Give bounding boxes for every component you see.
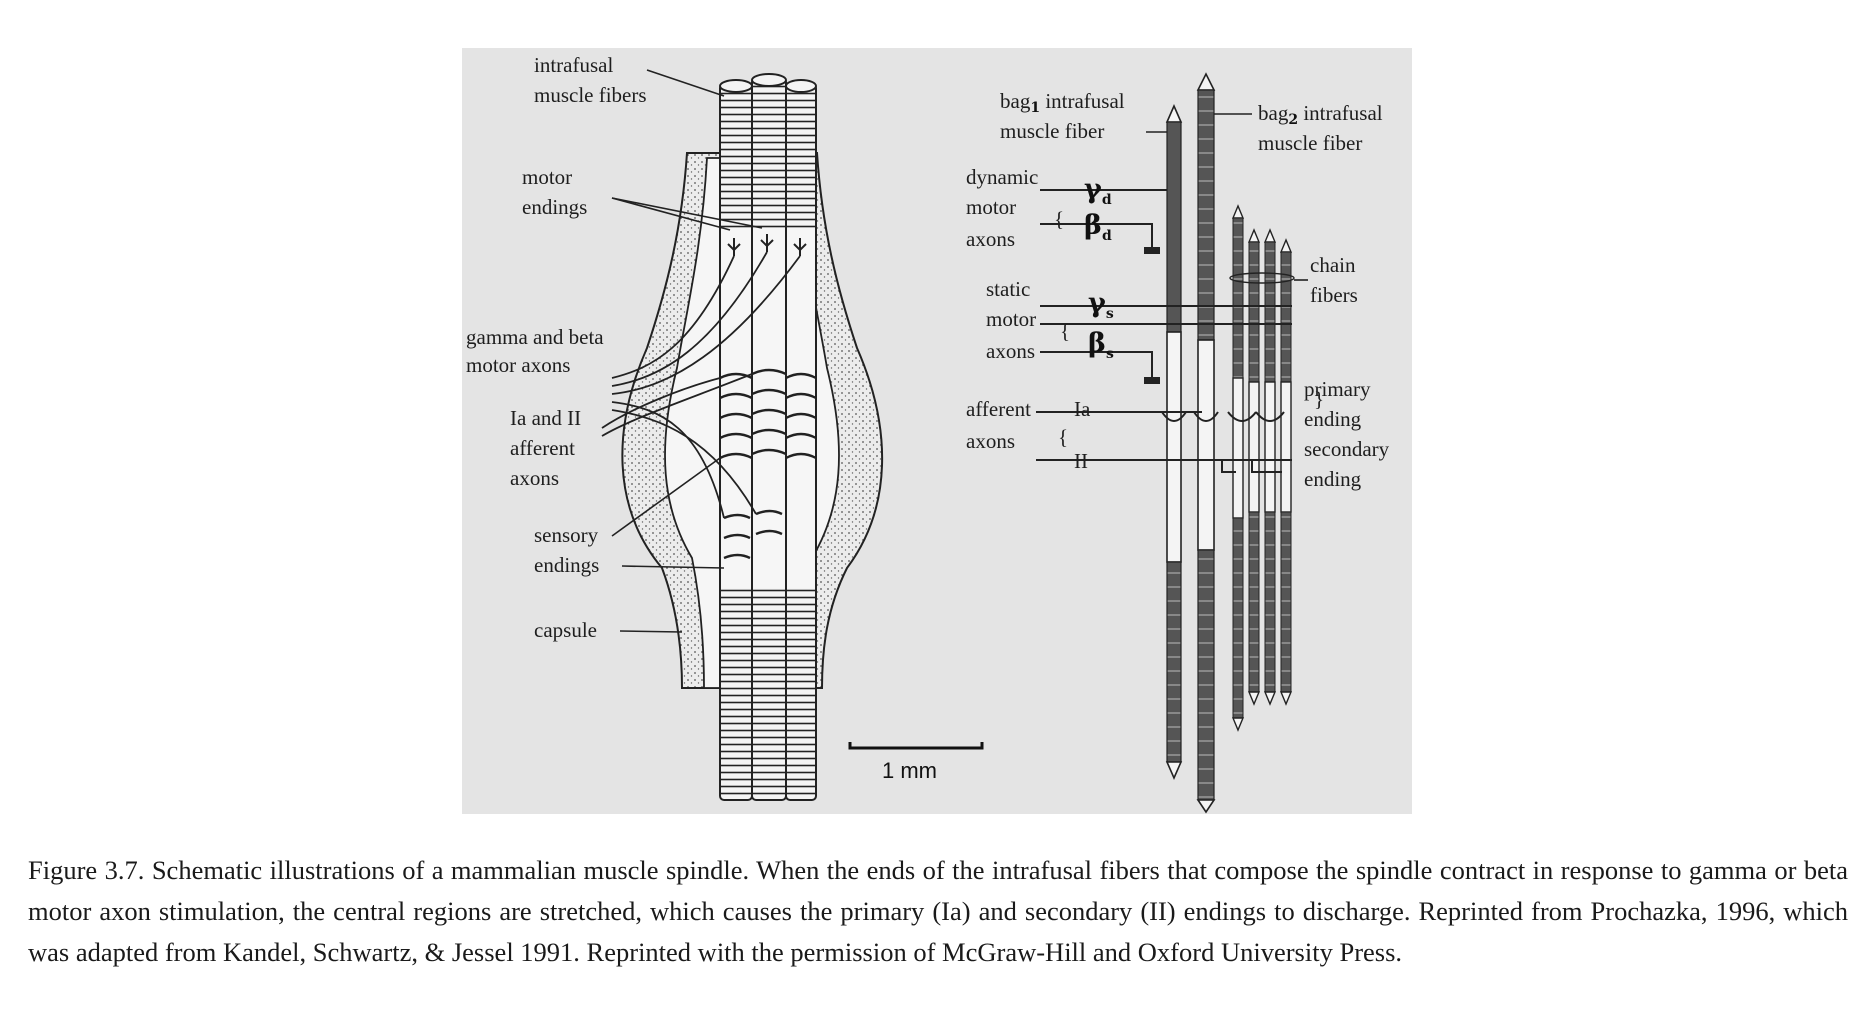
label-bag1: bag1 intrafusal bbox=[1000, 89, 1125, 116]
label-static: static bbox=[986, 277, 1030, 301]
label-primary-ending: ending bbox=[1304, 407, 1362, 431]
label-secondary-ending: ending bbox=[1304, 467, 1362, 491]
label-secondary: secondary bbox=[1304, 437, 1390, 461]
figure-panel: intrafusal muscle fibers motor endings g… bbox=[462, 48, 1412, 814]
label-gamma-beta: gamma and beta bbox=[466, 325, 604, 349]
chain-fibers bbox=[1229, 204, 1295, 732]
bag2-fiber bbox=[1196, 72, 1216, 814]
scale-bar: 1 mm bbox=[848, 742, 984, 783]
label-bag2: bag2 intrafusal bbox=[1258, 101, 1383, 128]
left-labels: intrafusal muscle fibers motor endings g… bbox=[466, 53, 763, 642]
brace-static: { bbox=[1060, 319, 1070, 343]
brace-afferent: { bbox=[1058, 425, 1068, 449]
label-sensory-endings: endings bbox=[534, 553, 599, 577]
label-chain-fibers: fibers bbox=[1310, 283, 1358, 307]
label-dynamic: dynamic bbox=[966, 165, 1038, 189]
label-axons: axons bbox=[510, 466, 559, 490]
label-dynamic-motor: motor bbox=[966, 195, 1016, 219]
label-beta-d: βd bbox=[1084, 210, 1112, 244]
label-beta-s: βs bbox=[1088, 328, 1114, 362]
label-chain: chain bbox=[1310, 253, 1356, 277]
label-primary: primary bbox=[1304, 377, 1371, 401]
muscle-spindle-diagram: intrafusal muscle fibers motor endings g… bbox=[466, 53, 1390, 814]
brace-dynamic: { bbox=[1054, 207, 1064, 231]
figure-caption: Figure 3.7. Schematic illustrations of a… bbox=[28, 855, 1848, 967]
label-bag1-muscle-fiber: muscle fiber bbox=[1000, 119, 1104, 143]
label-motor: motor bbox=[522, 165, 572, 189]
motor-endings bbox=[727, 234, 807, 256]
bag1-fiber bbox=[1165, 104, 1183, 780]
label-intrafusal: intrafusal bbox=[534, 53, 613, 77]
label-ia: Ia bbox=[1074, 397, 1091, 421]
label-endings: endings bbox=[522, 195, 587, 219]
label-static-axons: axons bbox=[986, 339, 1035, 363]
spindle-illustration bbox=[601, 73, 884, 801]
label-afferent-axons: axons bbox=[966, 429, 1015, 453]
label-dynamic-axons: axons bbox=[966, 227, 1015, 251]
sensory-endings bbox=[719, 368, 817, 560]
label-gamma-s: γs bbox=[1088, 288, 1114, 322]
label-motor-axons: motor axons bbox=[466, 353, 570, 377]
right-labels: bag1 intrafusal muscle fiber bag2 intraf… bbox=[966, 89, 1390, 491]
label-afferent: afferent bbox=[510, 436, 575, 460]
label-bag2-muscle-fiber: muscle fiber bbox=[1258, 131, 1362, 155]
label-ia-ii: Ia and II bbox=[510, 406, 581, 430]
label-gamma-d: γd bbox=[1084, 174, 1112, 208]
label-afferent: afferent bbox=[966, 397, 1031, 421]
motor-axons bbox=[601, 251, 801, 519]
motor-end-plates bbox=[1144, 248, 1160, 384]
fiber-types-illustration bbox=[1036, 72, 1295, 814]
label-ii: II bbox=[1074, 449, 1088, 473]
axon-lines bbox=[1036, 189, 1292, 473]
scale-bar-label: 1 mm bbox=[882, 758, 937, 783]
label-sensory: sensory bbox=[534, 523, 599, 547]
label-muscle-fibers: muscle fibers bbox=[534, 83, 647, 107]
brace-primary: } bbox=[1314, 387, 1324, 411]
label-capsule: capsule bbox=[534, 618, 597, 642]
label-static-motor: motor bbox=[986, 307, 1036, 331]
